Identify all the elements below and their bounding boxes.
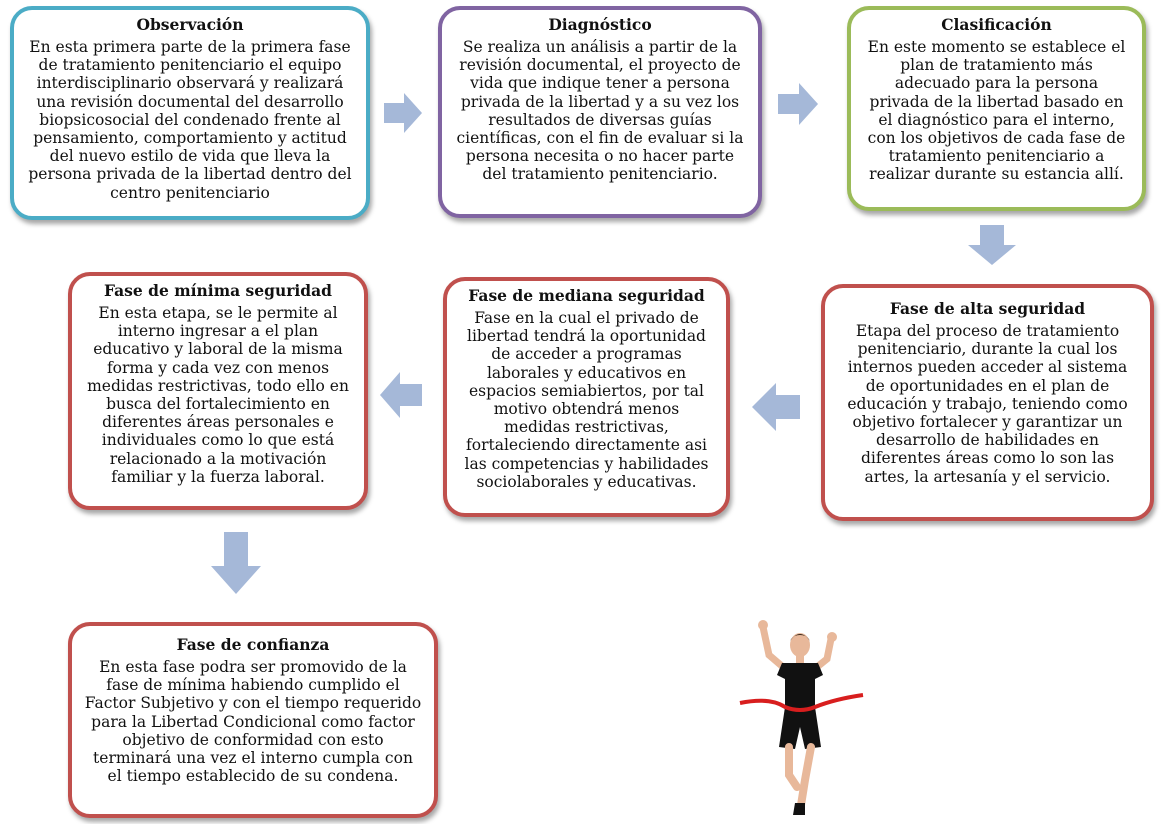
box-fase-mediana-seguridad: Fase de mediana seguridad Fase en la cua… <box>443 277 730 517</box>
alta-title: Fase de alta seguridad <box>889 299 1086 318</box>
arrow-left-icon <box>380 372 422 418</box>
box-clasificacion: Clasificación En este momento se estable… <box>847 6 1146 211</box>
clasificacion-text: En este momento se establece el plan de … <box>867 38 1126 184</box>
clasificacion-title: Clasificación <box>941 15 1052 34</box>
diagnostico-title: Diagnóstico <box>548 15 652 34</box>
minima-text: En esta etapa, se le permite al interno … <box>87 304 349 486</box>
box-fase-alta-seguridad: Fase de alta seguridad Etapa del proceso… <box>821 284 1154 521</box>
minima-title: Fase de mínima seguridad <box>103 281 333 300</box>
arrow-right-icon <box>778 83 818 125</box>
confianza-text: En esta fase podra ser promovido de la f… <box>84 658 422 786</box>
diagnostico-text: Se realiza un análisis a partir de la re… <box>456 38 744 184</box>
box-fase-minima-seguridad: Fase de mínima seguridad En esta etapa, … <box>68 272 368 510</box>
arrow-down-icon <box>211 532 261 594</box>
box-observacion: Observación En esta primera parte de la … <box>10 6 370 220</box>
arrow-down-icon <box>968 225 1016 265</box>
box-diagnostico: Diagnóstico Se realiza un análisis a par… <box>438 6 762 218</box>
arrow-left-icon <box>752 383 800 431</box>
observacion-title: Observación <box>136 15 244 34</box>
arrow-right-icon <box>384 93 422 133</box>
confianza-title: Fase de confianza <box>176 635 330 654</box>
runner-finish-line-illustration <box>735 615 865 820</box>
box-fase-confianza: Fase de confianza En esta fase podra ser… <box>68 622 438 818</box>
alta-text: Etapa del proceso de tratamiento peniten… <box>847 322 1128 486</box>
mediana-text: Fase en la cual el privado de libertad t… <box>464 309 709 491</box>
mediana-title: Fase de mediana seguridad <box>468 286 705 305</box>
observacion-text: En esta primera parte de la primera fase… <box>28 38 352 202</box>
